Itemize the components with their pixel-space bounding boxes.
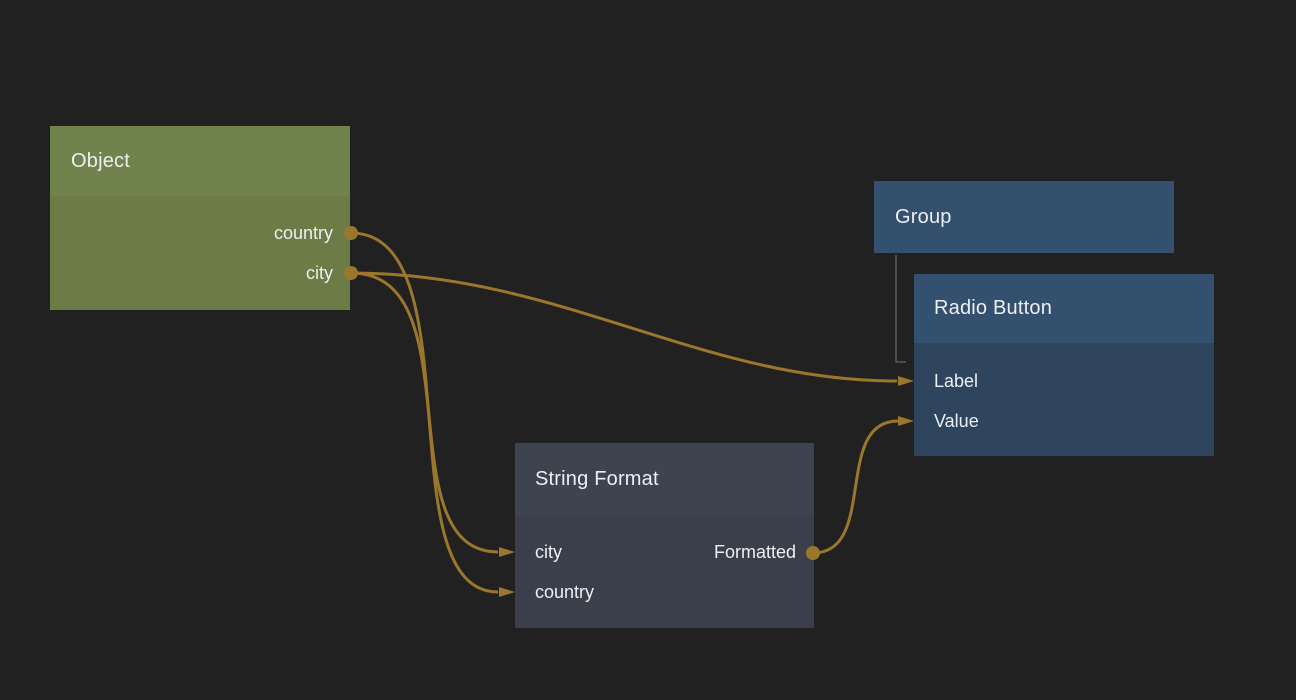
wire-string-format-formatted-to-radio-button-value[interactable] (812, 419, 899, 555)
input-row-value: Value (914, 401, 1214, 441)
input-port-label-city: city (535, 541, 562, 562)
group-child-link (895, 255, 906, 363)
input-port-label-country: country (535, 581, 595, 602)
wire-object-city-to-radio-button-label[interactable] (350, 271, 898, 383)
node-radio-button-header[interactable]: Radio Button (914, 274, 1214, 343)
input-row-label: Label (914, 361, 1214, 401)
node-object[interactable]: Object country city (50, 126, 350, 310)
node-object-body: country city (50, 196, 350, 310)
input-row-country: country (515, 572, 814, 612)
node-radio-button[interactable]: Radio Button Label Value (914, 274, 1214, 456)
output-port-label-city: city (306, 262, 333, 283)
node-string-format-body: city Formatted country (515, 516, 814, 628)
node-object-header[interactable]: Object (50, 126, 350, 196)
wire-object-city-to-string-format-city[interactable] (350, 271, 499, 554)
input-port-label-label: Label (934, 370, 979, 391)
output-port-label-country: country (273, 222, 333, 243)
output-port-label-formatted: Formatted (713, 541, 796, 562)
node-group-title: Group (895, 205, 952, 228)
arrowhead-radio-button-label-input (898, 376, 914, 386)
output-row-city: city (50, 253, 350, 293)
node-group[interactable]: Group (874, 181, 1174, 253)
node-object-title: Object (71, 149, 131, 172)
node-radio-button-body: Label Value (914, 343, 1214, 456)
output-row-country: country (50, 213, 350, 253)
node-string-format[interactable]: String Format city Formatted country (515, 443, 814, 628)
arrowhead-string-format-country-input (499, 587, 515, 597)
input-port-label-value: Value (934, 410, 979, 431)
node-string-format-header[interactable]: String Format (515, 443, 814, 516)
node-radio-button-title: Radio Button (934, 297, 1053, 319)
node-group-header[interactable]: Group (874, 181, 1174, 253)
wire-object-country-to-string-format-country[interactable] (350, 231, 499, 594)
io-row-city-formatted: city Formatted (515, 532, 814, 572)
arrowhead-string-format-city-input (499, 547, 515, 557)
node-string-format-title: String Format (535, 468, 659, 490)
arrowhead-radio-button-value-input (898, 416, 914, 426)
